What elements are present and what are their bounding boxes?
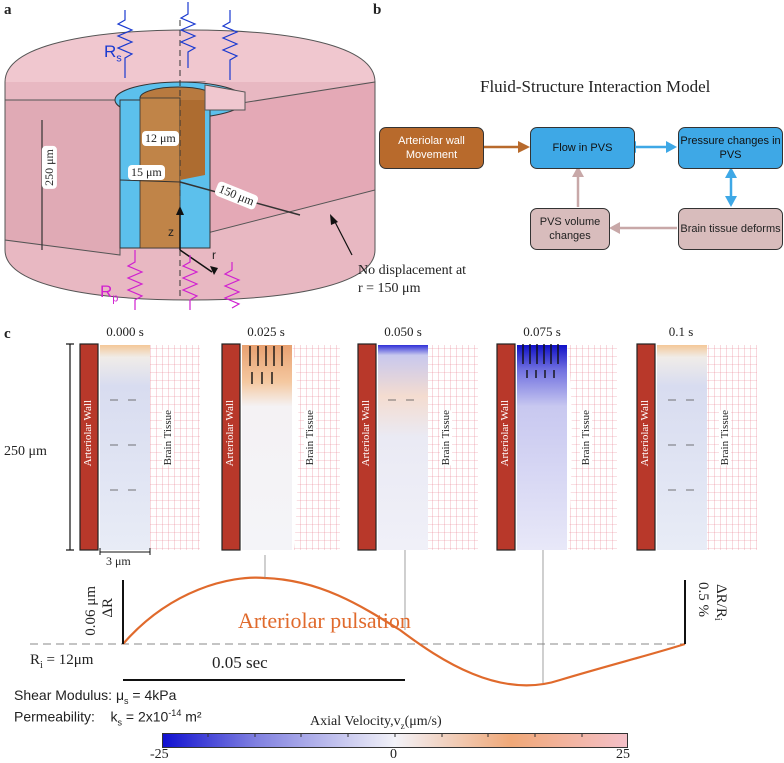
wall-label-1: Arteriolar Wall xyxy=(224,400,236,467)
axis-z-label: z xyxy=(168,225,174,239)
wall-label-3: Arteriolar Wall xyxy=(499,400,511,467)
pulsation-label: Arteriolar pulsation xyxy=(238,608,411,633)
permeability: Permeability: ks = 2x10-14 m² xyxy=(14,708,202,728)
rp-label: Rp xyxy=(100,282,119,305)
flow-arrows xyxy=(483,141,737,234)
box-pressure-pvs: Pressure changes in PVS xyxy=(678,127,783,169)
colorbar-tick-zero: 0 xyxy=(390,747,397,762)
tissue-label-1: Brain Tissue xyxy=(304,410,316,466)
height-label: 250 μm xyxy=(4,444,47,459)
time-label-2: 0.050 s xyxy=(384,324,422,339)
box-volume-changes: PVS volume changes xyxy=(530,208,610,250)
pulsation-plot xyxy=(30,550,686,687)
tissue-label-2: Brain Tissue xyxy=(440,410,452,466)
dim-15-label: 15 μm xyxy=(128,165,165,180)
time-label-4: 0.1 s xyxy=(668,324,694,339)
width-label: 3 μm xyxy=(106,554,131,568)
shear-modulus: Shear Modulus: μs = 4kPa xyxy=(14,687,177,706)
time-label-1: 0.025 s xyxy=(247,324,285,339)
wall-label-4: Arteriolar Wall xyxy=(639,400,651,467)
dr-symbol-label: ΔR xyxy=(100,598,116,618)
ratio-label: ΔR/Ri xyxy=(712,584,729,621)
simulation-frames xyxy=(66,343,757,555)
dim-12-label: 12 μm xyxy=(142,131,179,146)
tissue-label-4: Brain Tissue xyxy=(719,410,731,466)
wall-label-2: Arteriolar Wall xyxy=(360,400,372,467)
box-flow-pvs: Flow in PVS xyxy=(530,127,635,169)
dr-value-label: 0.06 μm xyxy=(83,586,99,636)
tissue-label-3: Brain Tissue xyxy=(580,410,592,466)
colorbar-tick-neg: -25 xyxy=(150,747,169,762)
box-arteriolar-wall: Arteriolar wall Movement xyxy=(379,127,484,169)
panel-letter-a: a xyxy=(4,2,12,18)
ri-label: Ri = 12μm xyxy=(30,652,94,671)
panel-b-title: Fluid-Structure Interaction Model xyxy=(480,77,711,96)
time-label-0: 0.000 s xyxy=(106,324,144,339)
pct-label: 0.5 % xyxy=(695,582,711,617)
panel-letter-b: b xyxy=(373,2,382,18)
time-scale-label: 0.05 sec xyxy=(212,653,268,672)
panel-letter-c: c xyxy=(4,326,11,342)
axis-r-label: r xyxy=(212,248,216,262)
wall-label-0: Arteriolar Wall xyxy=(82,400,94,467)
colorbar-tick-pos: 25 xyxy=(616,747,630,762)
colorbar-title: Axial Velocity,vz(μm/s) xyxy=(310,714,442,731)
tissue-label-0: Brain Tissue xyxy=(162,410,174,466)
colorbar-ticks xyxy=(207,733,583,737)
time-label-3: 0.075 s xyxy=(523,324,561,339)
box-brain-deforms: Brain tissue deforms xyxy=(678,208,783,250)
rs-label: Rs xyxy=(104,42,122,65)
boundary-note: No displacement at r = 150 μm xyxy=(358,263,467,296)
